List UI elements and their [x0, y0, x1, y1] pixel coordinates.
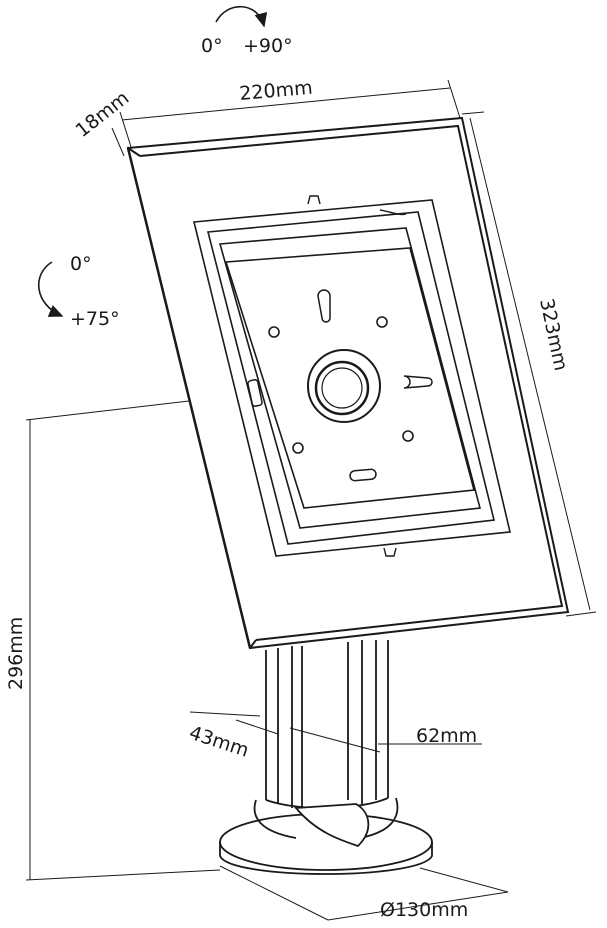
pole-width-label: 62mm: [416, 725, 477, 747]
pole-depth-label: 43mm: [186, 722, 251, 762]
rotation-top-to-label: +90°: [243, 35, 293, 57]
base-diameter-dimension: [219, 865, 509, 921]
depth-label: 18mm: [72, 87, 134, 142]
cable-slot: [349, 468, 377, 482]
height-label: 323mm: [535, 296, 572, 372]
screw-icon: [376, 316, 388, 328]
width-dimension: [111, 79, 461, 157]
rotation-tilt-from-label: 0°: [70, 253, 92, 275]
rotation-hub: [307, 349, 381, 423]
screw-icon: [268, 326, 280, 338]
keyhole-top-icon: [317, 289, 331, 323]
side-lock: [247, 379, 263, 407]
rotation-hub-inner: [314, 360, 370, 416]
mounting-plate: [268, 289, 433, 482]
stand-base: [219, 797, 433, 875]
pole-dimension: [189, 711, 482, 753]
tablet-enclosure: [126, 116, 570, 650]
stand-height-label: 296mm: [5, 617, 27, 690]
top-notch: [307, 195, 321, 205]
stand-pole: [265, 640, 389, 810]
screw-icon: [292, 442, 304, 454]
screen-opening: [193, 199, 511, 557]
keyhole-side-icon: [403, 375, 433, 389]
bottom-notch: [383, 547, 397, 557]
rotation-tilt-to-label: +75°: [70, 308, 120, 330]
width-label: 220mm: [239, 77, 314, 105]
rotate-90-arrow: [215, 5, 268, 28]
corner-cutout: [379, 209, 407, 216]
tilt-75-arrow: [38, 261, 64, 317]
base-diameter-label: Ø130mm: [380, 899, 468, 921]
height-dimension: [461, 111, 597, 617]
screw-icon: [402, 430, 414, 442]
rotation-top-from-label: 0°: [201, 35, 223, 57]
